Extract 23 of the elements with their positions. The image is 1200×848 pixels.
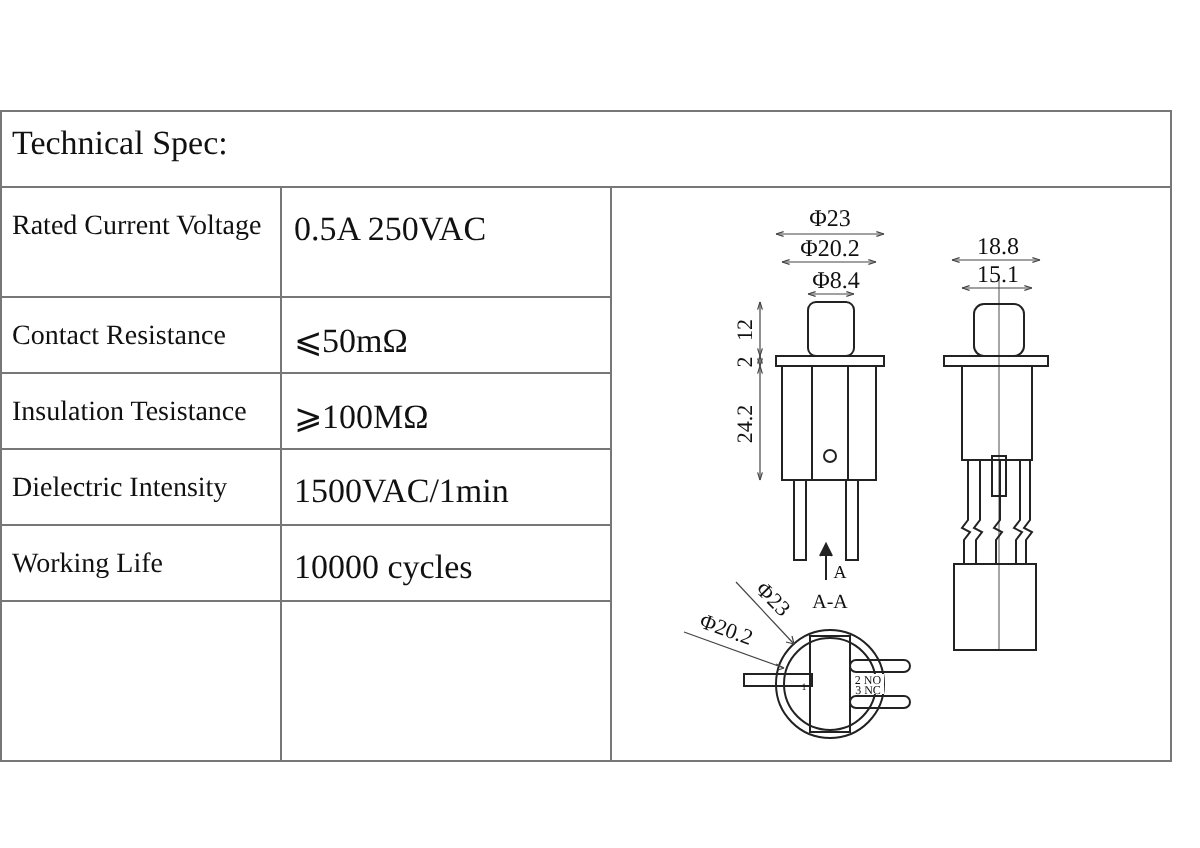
dimension-label: 12 (734, 319, 758, 341)
section-label: A (833, 562, 847, 582)
table-title: Technical Spec: (12, 124, 228, 164)
spec-label: Rated Current Voltage (12, 212, 262, 244)
dimension-label: 15.1 (977, 260, 1019, 288)
spec-value: ⩾100MΩ (294, 396, 429, 438)
spec-value: 10000 cycles (294, 548, 473, 588)
spec-label: Working Life (12, 550, 163, 582)
spec-value: 0.5A 250VAC (294, 210, 487, 250)
dimension-label: Φ23 (750, 577, 795, 622)
dimension-label: 18.8 (977, 232, 1019, 260)
dimension-label: Φ20.2 (696, 609, 756, 651)
spec-label: Contact Resistance (12, 322, 226, 354)
spec-label: Insulation Tesistance (12, 398, 247, 430)
dimension-label: Φ23 (809, 204, 851, 232)
dimension-label: Φ20.2 (800, 234, 860, 262)
dimension-label: 2 (734, 356, 758, 368)
section-label: A-A (812, 592, 848, 614)
spec-value: ⩽50mΩ (294, 320, 408, 362)
dimension-label: 24.2 (734, 404, 758, 444)
spec-value: 1500VAC/1min (294, 472, 509, 512)
spec-label: Dielectric Intensity (12, 474, 228, 506)
dimension-label: Φ8.4 (812, 266, 860, 294)
